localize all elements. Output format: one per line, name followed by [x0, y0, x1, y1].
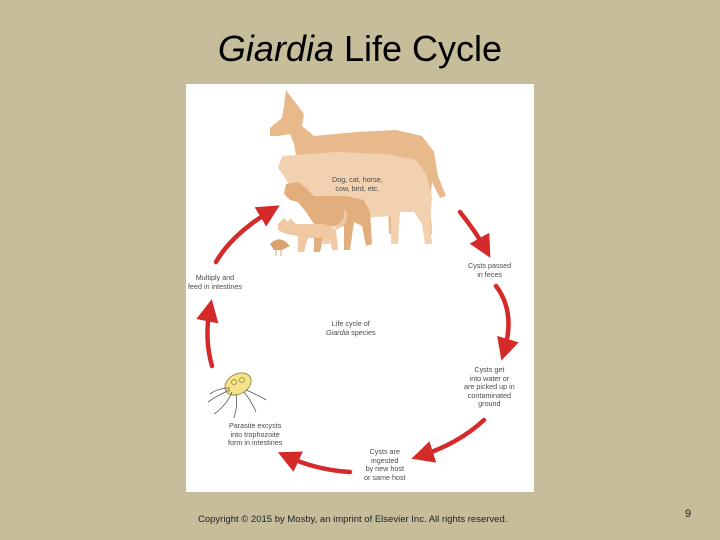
arrow-multiply-to-hosts [216, 210, 272, 262]
excysts-line: form in intestines [228, 439, 282, 448]
cysts-water-label: Cysts get into water or are picked up in… [464, 366, 515, 409]
center-label-line: Giardia species [326, 329, 376, 338]
center-label: Life cycle of Giardia species [326, 320, 376, 337]
cysts-ingested-line: or same host [364, 474, 406, 483]
cysts-water-line: ground [464, 400, 515, 409]
arrow-feces-to-water [496, 286, 509, 352]
excysts-label: Parasite excysts into trophozoite form i… [228, 422, 282, 448]
multiply-line: feed in intestines [188, 283, 242, 292]
page-number: 9 [685, 508, 691, 520]
hosts-label-line: cow, bird, etc. [332, 185, 383, 194]
center-label-rest: species [349, 328, 375, 337]
title-genus: Giardia [218, 28, 334, 69]
slide-title: Giardia Life Cycle [0, 28, 720, 70]
arrow-hosts-to-feces [460, 212, 486, 250]
multiply-label: Multiply and feed in intestines [188, 274, 242, 291]
life-cycle-figure: Dog, cat, horse, cow, bird, etc. Cysts p… [186, 84, 534, 492]
title-rest: Life Cycle [334, 28, 502, 69]
trophozoite-icon [208, 368, 266, 418]
arrow-excyst-to-multiply [207, 308, 212, 366]
cysts-passed-line: in feces [468, 271, 511, 280]
copyright-text: Copyright © 2015 by Mosby, an imprint of… [198, 514, 507, 525]
hosts-label: Dog, cat, horse, cow, bird, etc. [332, 176, 383, 193]
arrow-water-to-ingested [420, 420, 484, 456]
arrow-ingested-to-excyst [286, 456, 350, 472]
bird-icon [270, 239, 290, 256]
cysts-passed-label: Cysts passed in feces [468, 262, 511, 279]
center-label-genus: Giardia [326, 328, 349, 337]
cysts-ingested-label: Cysts are ingested by new host or same h… [364, 448, 406, 482]
